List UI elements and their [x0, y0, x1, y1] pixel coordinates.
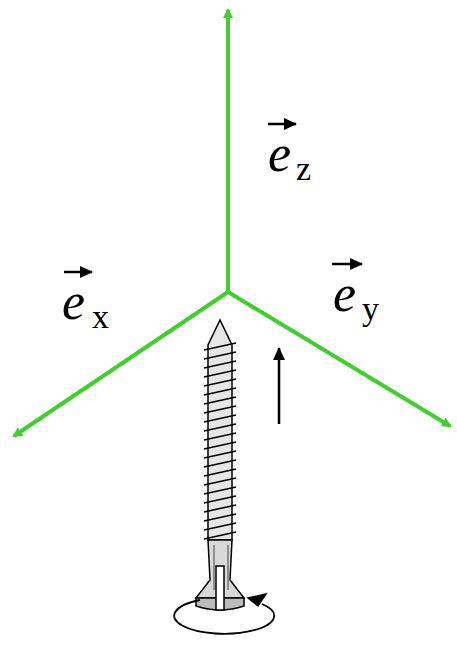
screw-thread [204, 352, 236, 359]
screw-thread [204, 433, 236, 440]
vector-symbol: e [62, 276, 85, 328]
vector-symbol: e [333, 268, 356, 320]
screw-thread [204, 514, 236, 521]
screw-thread [204, 532, 236, 539]
x-axis [14, 292, 228, 436]
screw-thread [204, 487, 236, 494]
screw-thread [204, 451, 236, 458]
axis-subscript: z [296, 152, 311, 186]
vector-arrow [64, 271, 92, 274]
screw-thread [204, 469, 236, 476]
screw-thread [204, 415, 236, 422]
screw-thread [204, 343, 236, 350]
axis-subscript: y [362, 292, 379, 326]
screw-thread [204, 505, 236, 512]
screw-thread [204, 361, 236, 368]
screw-thread [204, 406, 236, 413]
screw-thread [204, 442, 236, 449]
screw-thread [204, 478, 236, 485]
vector-symbol: e [268, 128, 291, 180]
screw-thread [204, 370, 236, 377]
vector-arrow [268, 123, 296, 126]
screw-thread [204, 379, 236, 386]
axis-subscript: x [92, 300, 109, 334]
screw-thread [204, 424, 236, 431]
z-axis [226, 10, 230, 292]
direction-arrow [278, 348, 281, 424]
vector-arrow [332, 263, 362, 266]
screw-thread [204, 388, 236, 395]
screw-illustration [174, 320, 274, 634]
screw-thread [204, 397, 236, 404]
screw-thread [204, 460, 236, 467]
vector-arrows [64, 124, 362, 272]
screw-thread [204, 496, 236, 503]
screw-thread [204, 523, 236, 530]
